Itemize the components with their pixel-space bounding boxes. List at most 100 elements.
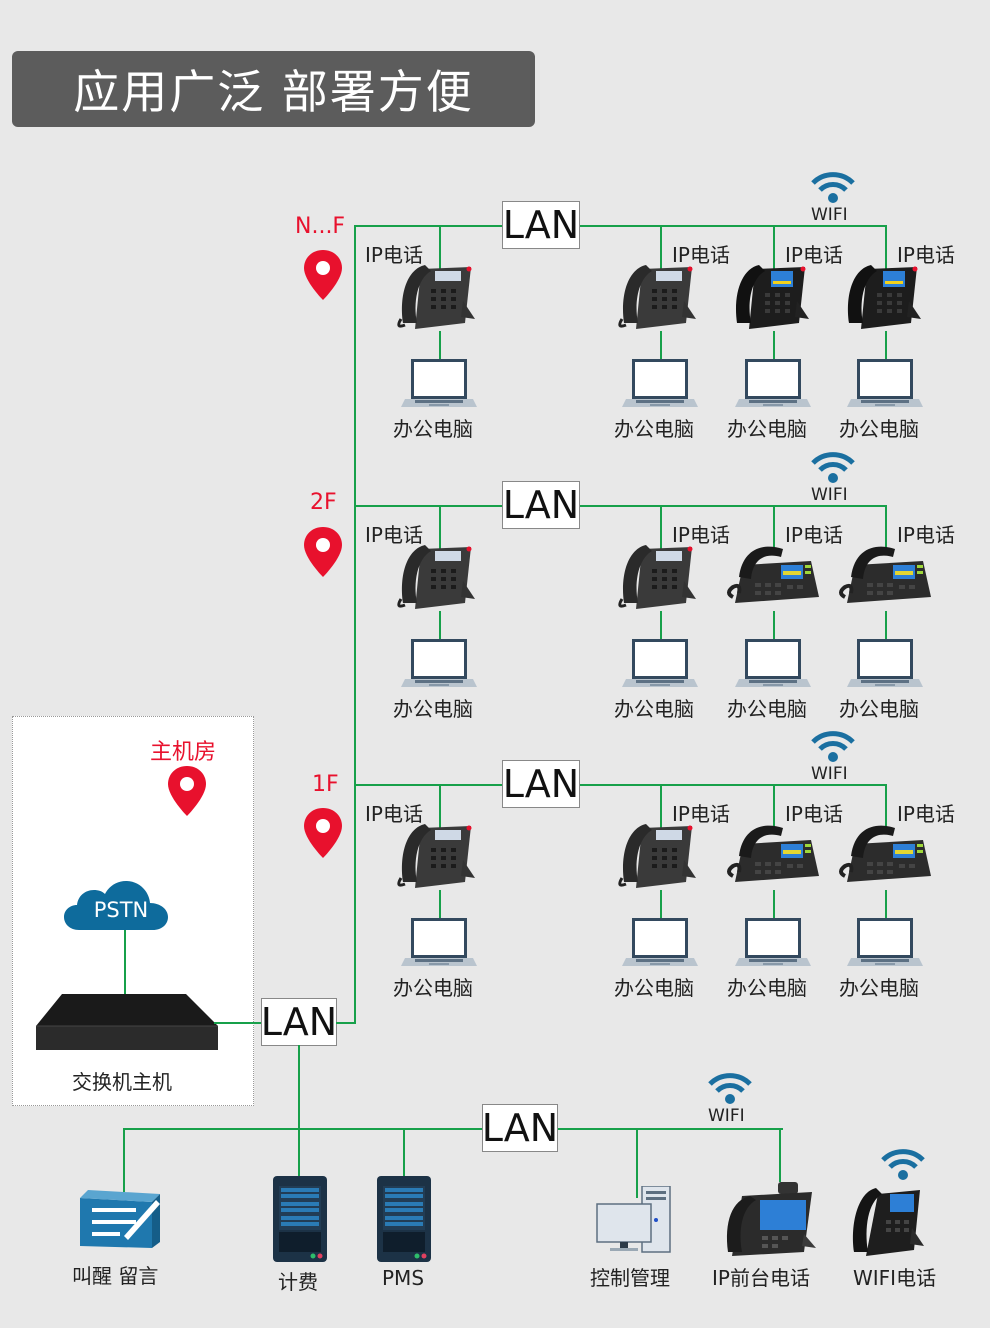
phone-label: IP电话 [897,802,955,826]
main-room-label: 主机房 [150,740,217,765]
bottom-label-billing: 计费 [278,1270,318,1294]
server-icon [273,1176,327,1262]
page-title: 应用广泛 部署方便 [73,65,474,119]
drop-wire [885,331,887,359]
phone-label: IP电话 [365,802,423,826]
floor-bus-wire [354,784,887,786]
phone-label: IP电话 [897,523,955,547]
bottom-label-wakeup: 叫醒 留言 [72,1264,159,1288]
drop-wire [660,505,662,553]
pc-label: 办公电脑 [727,976,807,1000]
cloud-icon [64,881,168,930]
title-banner: 应用广泛 部署方便 [12,51,535,127]
bottom-label-control: 控制管理 [590,1266,670,1290]
pbx-switch-host [36,994,218,1052]
phone-label: IP电话 [365,523,423,547]
drop-wire [660,611,662,639]
wifi-icon [881,1148,925,1180]
pc-label: 办公电脑 [727,697,807,721]
drop-wire [439,505,441,553]
phone-label: IP电话 [365,243,423,267]
location-marker-icon [166,764,208,818]
pc-label: 办公电脑 [393,417,473,441]
drop-wire [885,505,887,553]
pc-label: 办公电脑 [727,417,807,441]
video-phone-icon [722,1182,818,1262]
ip-phone-icon [391,820,477,892]
drop-wire [773,611,775,639]
ip-phone-icon [837,820,933,886]
ip-phone-icon [391,541,477,613]
drop-wire [773,505,775,553]
switch-host-label: 交换机主机 [72,1070,172,1094]
laptop-icon [401,639,477,689]
wifi-label: WIFI [811,485,848,505]
drop-wire [439,331,441,359]
lan-floor-switch: LAN [502,481,580,529]
ip-phone-icon [837,261,923,333]
wifi-icon [811,730,855,762]
laptop-icon [622,918,698,968]
pc-label: 办公电脑 [614,697,694,721]
pc-label: 办公电脑 [614,976,694,1000]
drop-wire [885,225,887,273]
ip-phone-icon [612,261,698,333]
laptop-icon [622,359,698,409]
phone-label: IP电话 [785,523,843,547]
pstn-label: PSTN [93,898,149,922]
wifi-icon [708,1072,752,1104]
floor-label: N...F [295,214,346,239]
memo-icon [80,1190,162,1252]
wifi-label: WIFI [708,1106,745,1126]
drop-wire [885,784,887,832]
lan-floor-switch: LAN [502,201,580,249]
wifi-phone-icon [850,1184,926,1260]
wifi-icon [811,451,855,483]
laptop-icon [735,639,811,689]
drop-wire [660,225,662,273]
wifi-label: WIFI [811,205,848,225]
laptop-icon [401,918,477,968]
laptop-icon [735,918,811,968]
server-icon [377,1176,431,1262]
wifi-icon [811,171,855,203]
pc-label: 办公电脑 [393,976,473,1000]
ip-phone-icon [725,541,821,607]
bottom-label-pms: PMS [382,1266,425,1290]
drop-wire [660,331,662,359]
pc-label: 办公电脑 [393,697,473,721]
laptop-icon [622,639,698,689]
ip-phone-icon [391,261,477,333]
phone-label: IP电话 [897,243,955,267]
floor-label: 2F [310,490,337,515]
laptop-icon [847,639,923,689]
drop-wire [439,225,441,273]
drop-wire [885,890,887,918]
location-marker-icon [302,525,344,579]
laptop-icon [401,359,477,409]
drop-wire [773,331,775,359]
pc-label: 办公电脑 [614,417,694,441]
bottom-label-frontdesk: IP前台电话 [712,1266,810,1290]
drop-wire [439,784,441,832]
location-marker-icon [302,248,344,302]
drop-wire [885,611,887,639]
laptop-icon [847,918,923,968]
drop-wire [660,784,662,832]
drop-wire [773,225,775,273]
drop-wire [773,784,775,832]
drop-wire [773,890,775,918]
wifi-label: WIFI [811,764,848,784]
ip-phone-icon [725,820,821,886]
ip-phone-icon [612,820,698,892]
drop-wire [660,890,662,918]
lan-core: LAN [260,998,338,1046]
phone-label: IP电话 [785,243,843,267]
pc-label: 办公电脑 [839,417,919,441]
phone-label: IP电话 [672,243,730,267]
bottom-label-wifiphone: WIFI电话 [853,1266,937,1290]
location-marker-icon [302,806,344,860]
drop-wire [439,611,441,639]
phone-label: IP电话 [672,802,730,826]
phone-label: IP电话 [672,523,730,547]
